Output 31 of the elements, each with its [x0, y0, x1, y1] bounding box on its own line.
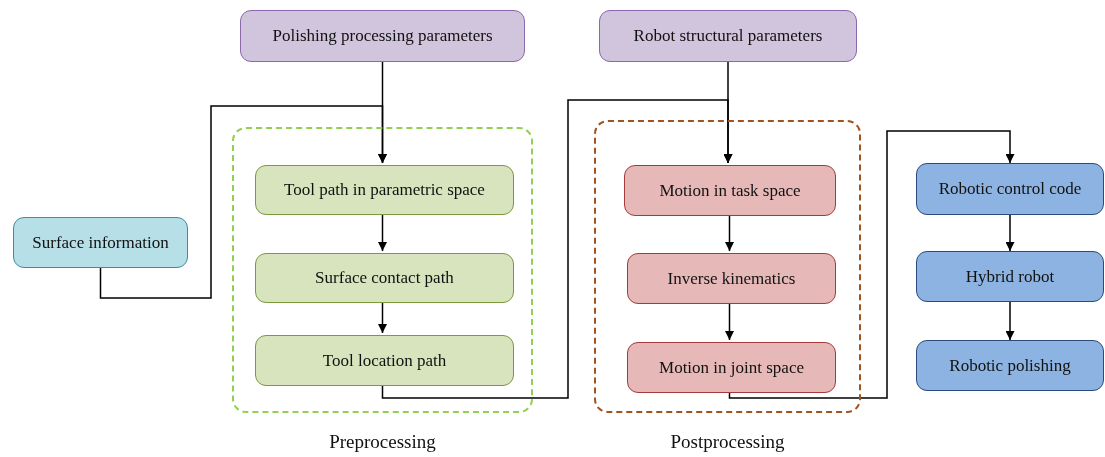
box-label: Robotic polishing	[948, 355, 1072, 376]
process-box	[916, 163, 1104, 215]
box-label: Tool location path	[321, 350, 448, 371]
process-box	[916, 251, 1104, 302]
box-label: Motion in joint space	[658, 357, 805, 378]
parameter-box	[240, 10, 525, 62]
box-label: Tool path in parametric space	[283, 180, 486, 200]
box-label: Robot structural parameters	[632, 26, 824, 46]
process-box	[624, 165, 836, 216]
process-box	[255, 253, 514, 303]
process-box	[627, 342, 836, 393]
box-label: Robotic control code	[937, 179, 1083, 199]
arrow	[381, 99, 733, 399]
parameter-box	[599, 10, 857, 62]
box-label: Inverse kinematics	[666, 268, 797, 289]
box-label: Motion in task space	[658, 180, 802, 201]
group-title: Preprocessing	[328, 431, 437, 453]
arrow	[1005, 301, 1015, 341]
group-title: Postprocessing	[669, 431, 786, 453]
input-box	[13, 217, 188, 268]
process-box	[627, 253, 836, 304]
box-label: Polishing processing parameters	[271, 26, 494, 46]
process-box	[255, 335, 514, 386]
arrow	[728, 130, 1015, 399]
arrow	[1005, 214, 1015, 252]
box-label: Hybrid robot	[964, 266, 1056, 287]
box-label: Surface contact path	[314, 268, 455, 288]
process-box	[255, 165, 514, 215]
box-label: Surface information	[31, 232, 170, 253]
arrow	[99, 105, 387, 299]
process-box	[916, 340, 1104, 391]
